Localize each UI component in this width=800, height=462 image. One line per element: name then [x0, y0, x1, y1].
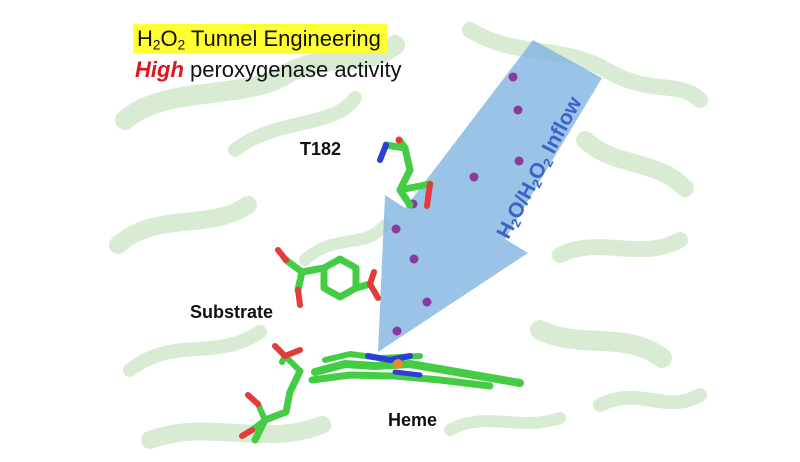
- water-molecule: [422, 297, 432, 307]
- subtitle-rest: peroxygenase activity: [183, 57, 402, 82]
- water-molecule: [469, 172, 479, 182]
- title-rest: Tunnel Engineering: [185, 26, 381, 51]
- water-molecules: [391, 72, 524, 336]
- subtitle: High peroxygenase activity: [135, 56, 402, 84]
- water-molecule: [513, 105, 523, 115]
- water-molecule: [409, 254, 419, 264]
- heme-model: [239, 343, 524, 444]
- water-molecule: [391, 224, 401, 234]
- substrate-label: Substrate: [190, 302, 274, 322]
- substrate-model: [275, 247, 381, 308]
- tunnel-inflow-arrow: [378, 40, 602, 352]
- subtitle-highlight: High: [135, 57, 184, 82]
- title-highlight-box: H2O2 Tunnel Engineering: [133, 24, 387, 53]
- title-subscript-2: 2: [177, 37, 186, 53]
- title-mid: O: [160, 26, 178, 51]
- water-molecule: [392, 326, 402, 336]
- protein-ribbon-background: [109, 22, 708, 449]
- water-molecule: [508, 72, 518, 82]
- t182-label: T182: [300, 139, 342, 159]
- heme-label: Heme: [388, 410, 438, 430]
- title-subscript-1: 2: [152, 37, 161, 53]
- water-molecule: [514, 156, 524, 166]
- title-prefix: H: [137, 26, 153, 51]
- t182-residue-model: [377, 136, 434, 209]
